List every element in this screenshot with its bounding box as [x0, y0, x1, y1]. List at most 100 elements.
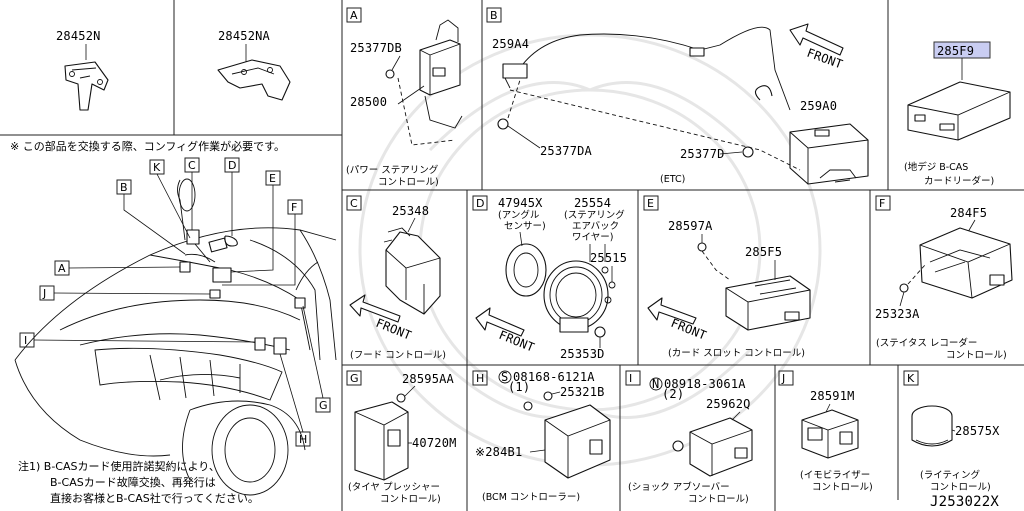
svg-text:B: B	[120, 181, 128, 194]
panel-g: G 28595AA 40720M (タイヤ プレッシャー コントロール)	[346, 370, 457, 505]
part-number-47945x[interactable]: 47945X	[498, 196, 543, 210]
svg-text:(ステアリング: (ステアリング	[564, 209, 625, 221]
svg-text:(タイヤ プレッシャー: (タイヤ プレッシャー	[348, 482, 440, 493]
panel-b: B 259A4 259A0 25377DA 25377D FRONT (ETC)	[486, 7, 869, 185]
drawing-code: J253022X	[930, 494, 999, 510]
svg-text:(アングル: (アングル	[498, 209, 540, 221]
front-arrow-b: FRONT	[789, 23, 845, 72]
svg-text:K: K	[907, 372, 915, 385]
svg-text:コントロール): コントロール)	[812, 482, 873, 493]
svg-text:(ショック アブソーバー: (ショック アブソーバー	[628, 481, 730, 493]
panel-k: K 28575X (ライティング コントロール)	[903, 370, 1000, 493]
panel-i: I N 08918-3061A (2) 25962Q (ショック アブソーバー …	[625, 370, 753, 505]
svg-text:G: G	[350, 372, 359, 385]
svg-text:(2): (2)	[662, 387, 684, 401]
svg-text:コントロール): コントロール)	[946, 350, 1007, 361]
part-number-284f5[interactable]: 284F5	[950, 206, 987, 220]
part-number-08918-3061a[interactable]: 08918-3061A	[664, 377, 746, 391]
svg-text:(ライティング: (ライティング	[920, 469, 980, 481]
part-number-28595aa[interactable]: 28595AA	[402, 372, 455, 386]
part-number-25377d[interactable]: 25377D	[680, 147, 725, 161]
svg-text:(フード コントロール): (フード コントロール)	[350, 350, 446, 361]
part-number-284b1[interactable]: ※284B1	[475, 445, 522, 459]
callout-j[interactable]: J	[39, 285, 211, 301]
part-number-259a4[interactable]: 259A4	[492, 37, 529, 51]
callout-d[interactable]: D	[224, 157, 240, 236]
part-number-285f9[interactable]: 285F9	[937, 44, 974, 58]
svg-text:K: K	[153, 161, 161, 174]
svg-text:(ETC): (ETC)	[660, 174, 685, 185]
panel-h: H S 08168-6121A (1) 25321B ※284B1 (BCM コ…	[472, 370, 611, 503]
bcas-note-line-1: 注1) B-CASカード使用許諾契約により、	[18, 459, 220, 473]
part-number-28597a[interactable]: 28597A	[668, 219, 713, 233]
callout-e[interactable]: E	[230, 170, 281, 273]
part-number-25554[interactable]: 25554	[574, 196, 611, 210]
svg-text:I: I	[629, 372, 632, 385]
part-number-259a0[interactable]: 259A0	[800, 99, 837, 113]
callout-c[interactable]: C	[184, 157, 200, 230]
svg-text:G: G	[319, 399, 328, 412]
svg-text:H: H	[299, 433, 307, 446]
part-28452n[interactable]: 28452N	[56, 29, 109, 111]
part-number-28591m[interactable]: 28591M	[810, 389, 855, 403]
panel-a: A 25377DB 28500 (パワー ステアリング コントロール)	[346, 7, 463, 188]
callout-f[interactable]: F	[222, 199, 303, 286]
svg-text:J: J	[781, 372, 785, 385]
part-number-285f5-e[interactable]: 285F5	[745, 245, 782, 259]
svg-text:コントロール): コントロール)	[378, 177, 439, 188]
svg-text:コントロール): コントロール)	[688, 494, 749, 505]
svg-text:B: B	[490, 9, 498, 22]
svg-text:(イモビライザー: (イモビライザー	[800, 470, 870, 481]
part-number-08168-6121a[interactable]: 08168-6121A	[513, 370, 595, 384]
panel-e: E 28597A 285F5 FRONT (カード スロット コントロール)	[643, 195, 811, 359]
svg-text:A: A	[350, 9, 358, 22]
part-number-25348[interactable]: 25348	[392, 204, 429, 218]
callout-a[interactable]: A	[54, 260, 181, 276]
svg-text:E: E	[647, 197, 654, 210]
part-number-25377da[interactable]: 25377DA	[540, 144, 593, 158]
svg-text:H: H	[476, 372, 484, 385]
svg-text:D: D	[228, 159, 236, 172]
part-number-25515[interactable]: 25515	[590, 251, 627, 265]
part-number-28500[interactable]: 28500	[350, 95, 387, 109]
part-number-28452na[interactable]: 28452NA	[218, 29, 271, 43]
panel-285f9: 285F9 (地デジ B-CAS カードリーダー)	[904, 41, 1011, 187]
panel-j: J 28591M (イモビライザー コントロール)	[778, 370, 873, 493]
panel-f: F 284F5 25323A (ステイタス レコーダー コントロール)	[875, 195, 1013, 361]
svg-text:コントロール): コントロール)	[380, 494, 441, 505]
svg-text:(1): (1)	[508, 380, 530, 394]
car-overview	[14, 178, 337, 496]
svg-text:ワイヤー): ワイヤー)	[572, 232, 613, 243]
svg-text:S: S	[501, 370, 508, 384]
part-number-40720m[interactable]: 40720M	[412, 436, 457, 450]
callout-i[interactable]: I	[19, 332, 256, 348]
svg-text:F: F	[291, 201, 297, 214]
callout-g[interactable]: G	[302, 305, 331, 413]
svg-text:N: N	[652, 377, 659, 391]
svg-text:A: A	[58, 262, 66, 275]
part-number-28575x[interactable]: 28575X	[955, 424, 1000, 438]
svg-text:F: F	[879, 197, 885, 210]
svg-text:C: C	[188, 159, 196, 172]
svg-text:C: C	[350, 197, 358, 210]
part-number-25353d[interactable]: 25353D	[560, 347, 605, 361]
callout-k[interactable]: K	[149, 159, 191, 239]
part-number-25321b[interactable]: 25321B	[560, 385, 605, 399]
svg-text:センサー): センサー)	[504, 221, 546, 232]
bcas-note-line-3: 直接お客様とB-CAS社で行ってください。	[50, 491, 259, 505]
bcas-note-line-2: B-CASカード故障交換、再発行は	[50, 475, 216, 489]
svg-text:(パワー ステアリング: (パワー ステアリング	[346, 164, 439, 176]
part-number-25377db[interactable]: 25377DB	[350, 41, 402, 55]
callout-h[interactable]: H	[279, 353, 311, 447]
part-number-25323a[interactable]: 25323A	[875, 307, 920, 321]
svg-text:(BCM コントローラー): (BCM コントローラー)	[482, 492, 580, 503]
svg-text:コントロール): コントロール)	[930, 482, 991, 493]
callout-b[interactable]: B	[116, 179, 186, 255]
svg-text:(ステイタス レコーダー: (ステイタス レコーダー	[876, 337, 977, 349]
part-28452na[interactable]: 28452NA	[217, 29, 291, 101]
part-number-25962q[interactable]: 25962Q	[706, 397, 751, 411]
part-number-28452n[interactable]: 28452N	[56, 29, 101, 43]
svg-text:カードリーダー): カードリーダー)	[924, 175, 994, 187]
